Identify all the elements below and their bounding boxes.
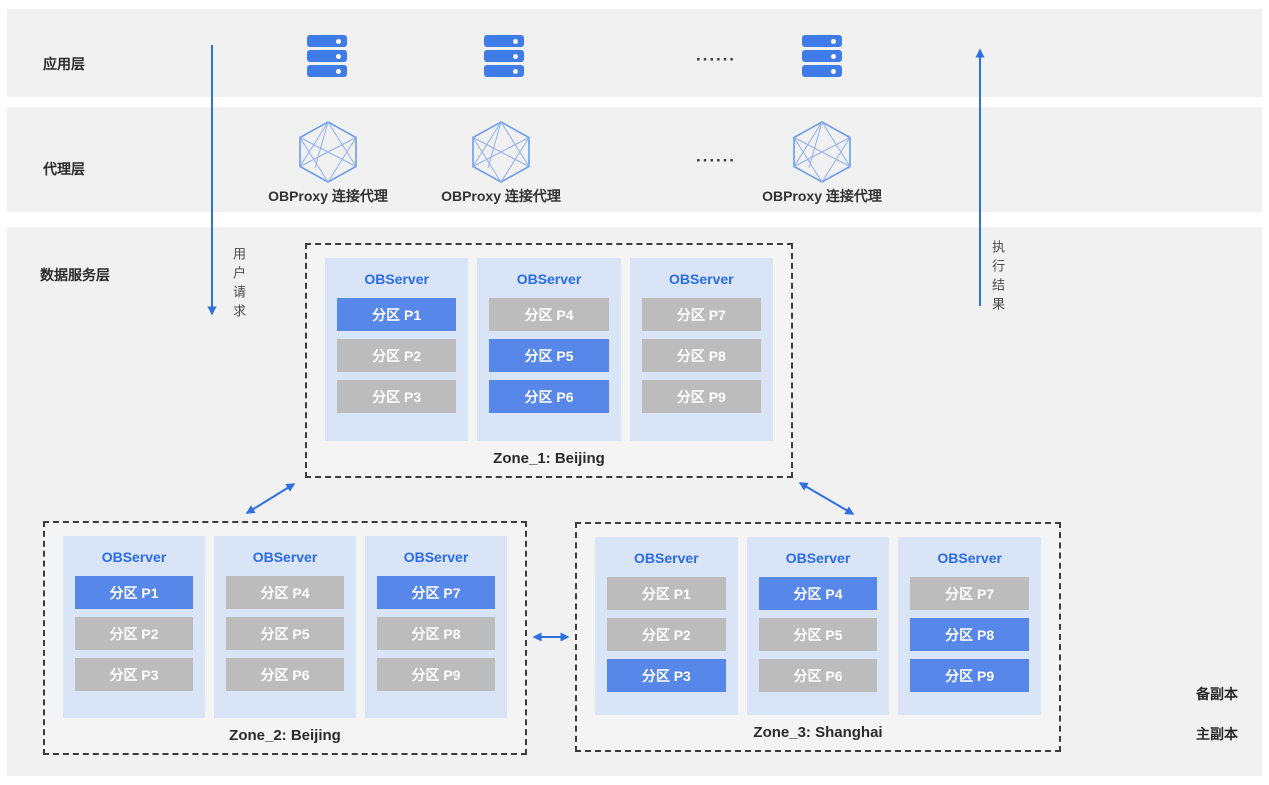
app-server-icon xyxy=(802,35,842,77)
partition: 分区 P1 xyxy=(337,298,457,331)
execution-result-label: 执行结果 xyxy=(990,240,1005,316)
partition: 分区 P6 xyxy=(489,380,609,413)
user-request-label: 用户请求 xyxy=(231,247,246,323)
partition: 分区 P6 xyxy=(226,658,344,691)
partition: 分区 P2 xyxy=(607,618,726,651)
partition: 分区 P6 xyxy=(758,659,878,692)
legend-primary-label: 主副本 xyxy=(1196,726,1238,742)
ellipsis-icon: ······ xyxy=(696,50,736,69)
obproxy-node-label: OBProxy 连接代理 xyxy=(268,188,388,204)
observer-card: OBServer 分区 P7 分区 P8 分区 P9 xyxy=(365,536,507,718)
partition: 分区 P4 xyxy=(758,577,878,610)
observer-title: OBServer xyxy=(669,271,734,287)
observer-title: OBServer xyxy=(364,271,429,287)
partition: 分区 P7 xyxy=(377,576,495,609)
partition: 分区 P3 xyxy=(607,659,726,692)
proxy-layer-label: 代理层 xyxy=(43,161,85,177)
legend-backup-swatch xyxy=(1077,676,1182,710)
partition: 分区 P4 xyxy=(489,298,609,331)
observer-card: OBServer 分区 P4 分区 P5 分区 P6 xyxy=(746,537,890,715)
partition: 分区 P2 xyxy=(337,339,457,372)
partition: 分区 P5 xyxy=(489,339,609,372)
observer-title: OBServer xyxy=(403,549,469,565)
app-server-icon xyxy=(484,35,524,77)
partition: 分区 P3 xyxy=(337,380,457,413)
application-layer-label: 应用层 xyxy=(43,56,85,72)
obproxy-hexagon-icon xyxy=(793,121,851,183)
ellipsis-icon: ······ xyxy=(696,151,736,170)
partition: 分区 P7 xyxy=(641,298,761,331)
observer-card: OBServer 分区 P1 分区 P2 分区 P3 xyxy=(63,536,205,718)
observer-card: OBServer 分区 P7 分区 P8 分区 P9 xyxy=(898,537,1042,715)
observer-card: OBServer 分区 P7 分区 P8 分区 P9 xyxy=(629,258,773,441)
obproxy-hexagon-icon xyxy=(472,121,530,183)
partition: 分区 P9 xyxy=(377,658,495,691)
partition: 分区 P8 xyxy=(377,617,495,650)
observer-title: OBServer xyxy=(252,549,318,565)
zone-1-servers: OBServer 分区 P1 分区 P2 分区 P3 OBServer 分区 P… xyxy=(325,258,773,441)
partition: 分区 P8 xyxy=(641,339,761,372)
partition: 分区 P1 xyxy=(607,577,726,610)
zone-label: Zone_1: Beijing xyxy=(493,450,605,467)
partition: 分区 P5 xyxy=(758,618,878,651)
observer-card: OBServer 分区 P1 分区 P2 分区 P3 xyxy=(325,258,469,441)
legend-primary-swatch xyxy=(1077,716,1182,750)
partition: 分区 P3 xyxy=(75,658,193,691)
partition: 分区 P1 xyxy=(75,576,193,609)
partition: 分区 P2 xyxy=(75,617,193,650)
obproxy-node-label: OBProxy 连接代理 xyxy=(441,188,561,204)
partition: 分区 P7 xyxy=(910,577,1030,610)
partition: 分区 P8 xyxy=(910,618,1030,651)
partition: 分区 P5 xyxy=(226,617,344,650)
obproxy-node-label: OBProxy 连接代理 xyxy=(762,188,882,204)
data-service-layer-label: 数据服务层 xyxy=(40,267,110,283)
legend-backup-label: 备副本 xyxy=(1196,686,1238,702)
observer-card: OBServer 分区 P4 分区 P5 分区 P6 xyxy=(214,536,356,718)
observer-title: OBServer xyxy=(785,550,851,566)
zone-2-servers: OBServer 分区 P1 分区 P2 分区 P3 OBServer 分区 P… xyxy=(63,536,507,718)
proxy-layer-band xyxy=(7,107,1262,212)
observer-card: OBServer 分区 P4 分区 P5 分区 P6 xyxy=(477,258,621,441)
observer-title: OBServer xyxy=(516,271,582,287)
zone-label: Zone_3: Shanghai xyxy=(753,724,883,741)
partition: 分区 P9 xyxy=(641,380,761,413)
zone-3-servers: OBServer 分区 P1 分区 P2 分区 P3 OBServer 分区 P… xyxy=(595,537,1042,715)
observer-title: OBServer xyxy=(937,550,1002,566)
obproxy-hexagon-icon xyxy=(299,121,357,183)
partition: 分区 P4 xyxy=(226,576,344,609)
observer-card: OBServer 分区 P1 分区 P2 分区 P3 xyxy=(595,537,738,715)
zone-label: Zone_2: Beijing xyxy=(229,727,341,744)
app-server-icon xyxy=(307,35,347,77)
application-layer-band xyxy=(7,9,1262,97)
partition: 分区 P9 xyxy=(910,659,1030,692)
observer-title: OBServer xyxy=(101,549,167,565)
observer-title: OBServer xyxy=(634,550,699,566)
zone-1-beijing: OBServer 分区 P1 分区 P2 分区 P3 OBServer 分区 P… xyxy=(305,243,793,478)
zone-2-beijing: OBServer 分区 P1 分区 P2 分区 P3 OBServer 分区 P… xyxy=(43,521,527,755)
zone-3-shanghai: OBServer 分区 P1 分区 P2 分区 P3 OBServer 分区 P… xyxy=(575,522,1061,752)
